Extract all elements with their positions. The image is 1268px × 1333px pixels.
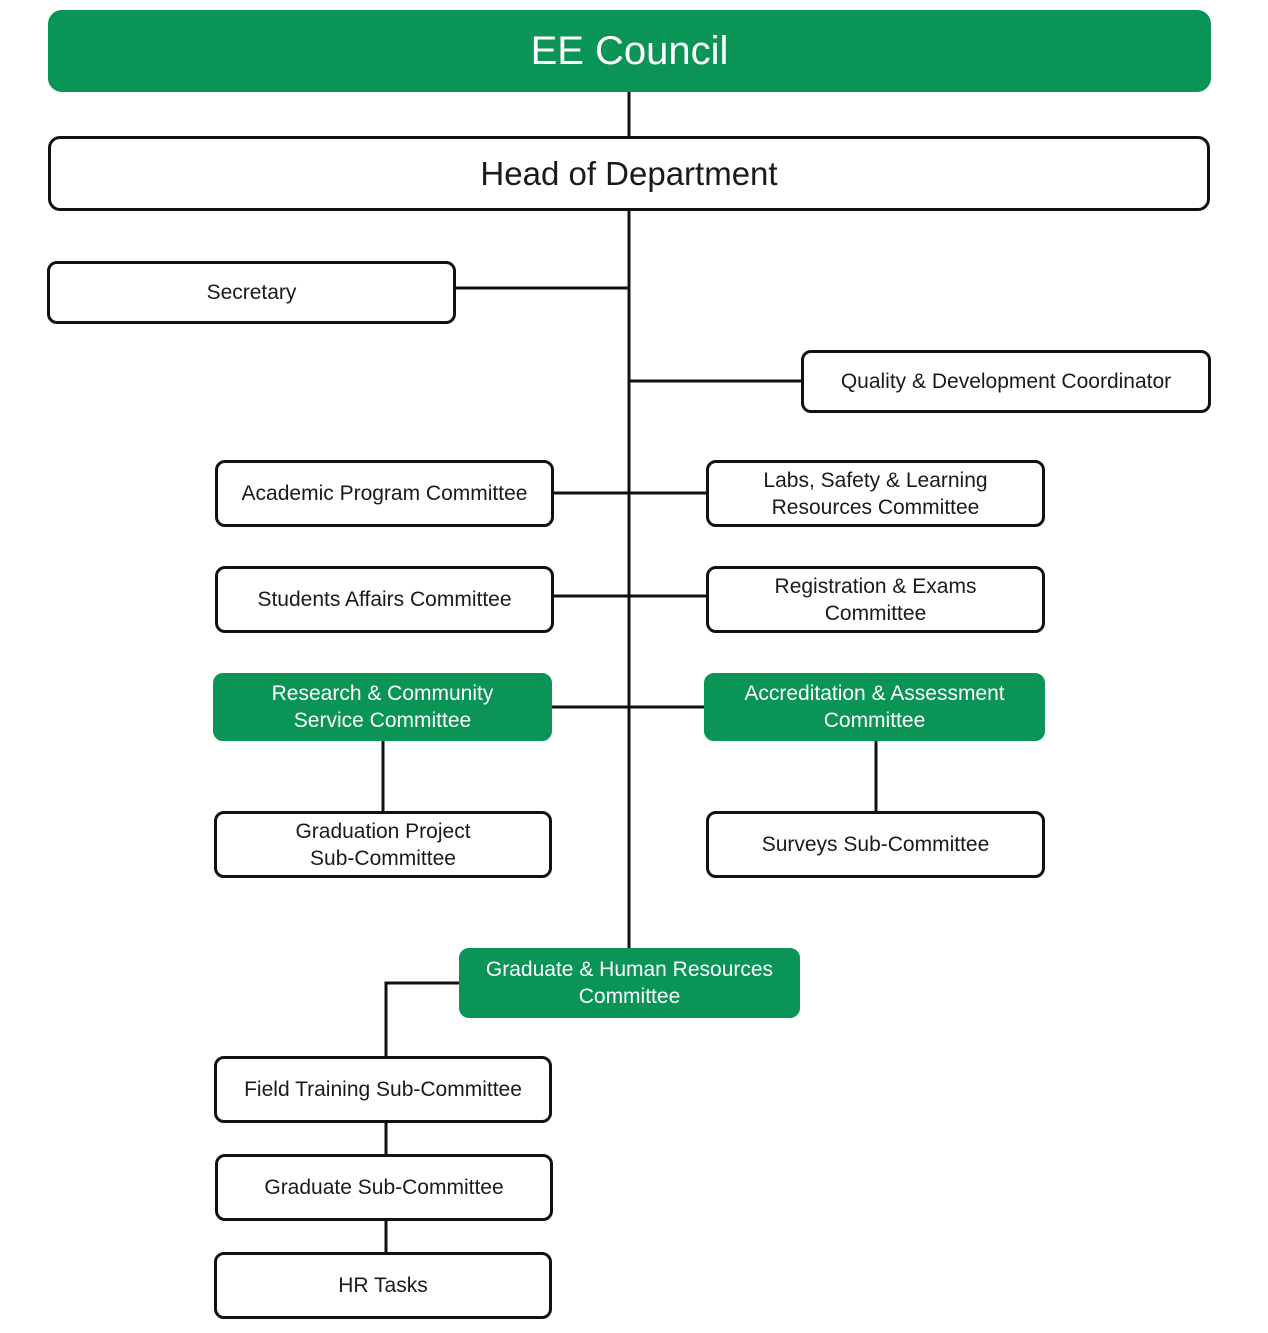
quality-coordinator-node: Quality & Development Coordinator: [801, 350, 1211, 413]
labs-safety-committee-node: Labs, Safety & Learning Resources Commit…: [706, 460, 1045, 527]
head-of-department-node: Head of Department: [48, 136, 1210, 211]
academic-program-committee-node: Academic Program Committee: [215, 460, 554, 527]
hr-tasks-node: HR Tasks: [214, 1252, 552, 1319]
ee-council-node: EE Council: [48, 10, 1211, 92]
research-community-committee-node: Research & Community Service Committee: [213, 673, 552, 741]
secretary-node: Secretary: [47, 261, 456, 324]
students-affairs-committee-node: Students Affairs Committee: [215, 566, 554, 633]
graduation-project-subcommittee-node: Graduation Project Sub-Committee: [214, 811, 552, 878]
registration-exams-committee-node: Registration & Exams Committee: [706, 566, 1045, 633]
graduate-hr-committee-node: Graduate & Human Resources Committee: [459, 948, 800, 1018]
connector-graduatehr-field: [384, 981, 460, 1058]
field-training-subcommittee-node: Field Training Sub-Committee: [214, 1056, 552, 1123]
accreditation-assessment-committee-node: Accreditation & Assessment Committee: [704, 673, 1045, 741]
surveys-subcommittee-node: Surveys Sub-Committee: [706, 811, 1045, 878]
graduate-subcommittee-node: Graduate Sub-Committee: [215, 1154, 553, 1221]
